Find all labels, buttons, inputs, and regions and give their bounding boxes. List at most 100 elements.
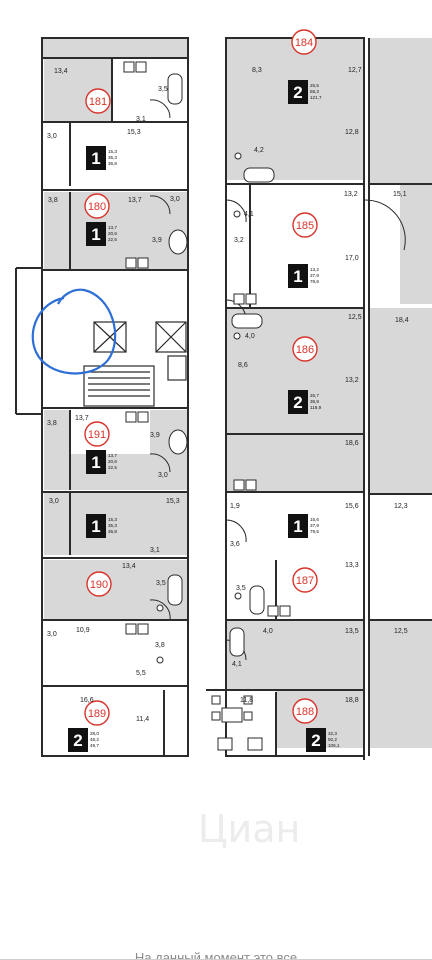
svg-text:189: 189 <box>88 708 106 720</box>
svg-text:25,5: 25,5 <box>310 83 319 88</box>
unit-187[interactable]: 187 <box>292 567 318 593</box>
room-area: 13,2 <box>344 191 358 198</box>
svg-text:78,6: 78,6 <box>310 279 319 284</box>
room-area: 3,2 <box>234 237 244 244</box>
badge-180: 1 13,720,622,5 <box>86 222 117 246</box>
unit-184[interactable]: 184 <box>291 29 317 55</box>
room-area: 13,7 <box>75 415 89 422</box>
stair-core <box>83 321 187 407</box>
room-area: 3,8 <box>155 642 165 649</box>
svg-text:32,3: 32,3 <box>328 731 337 736</box>
svg-text:37,9: 37,9 <box>310 523 319 528</box>
svg-text:49,7: 49,7 <box>90 743 99 748</box>
room-area: 13,3 <box>345 562 359 569</box>
room-area: 3,1 <box>136 116 146 123</box>
room-area: 5,5 <box>136 670 146 677</box>
svg-text:2: 2 <box>73 731 82 750</box>
room-area-labels: 13,4 3,5 3,1 15,3 3,0 3,8 13,7 3,0 3,9 1… <box>47 67 409 723</box>
unit-188[interactable]: 188 <box>292 698 318 724</box>
unit-180[interactable]: 180 <box>84 193 110 219</box>
svg-text:58,3: 58,3 <box>310 89 319 94</box>
svg-text:1: 1 <box>91 517 100 536</box>
svg-text:15,3: 15,3 <box>108 517 117 522</box>
unit-189[interactable]: 189 <box>84 700 110 726</box>
room-area: 13,2 <box>345 377 359 384</box>
badge-181: 1 15,335,336,8 <box>86 146 117 170</box>
svg-text:188: 188 <box>296 706 314 718</box>
room-area: 15,6 <box>345 503 359 510</box>
room-area: 10,9 <box>76 627 90 634</box>
svg-text:36,8: 36,8 <box>108 529 117 534</box>
svg-text:186: 186 <box>296 344 314 356</box>
svg-text:25,7: 25,7 <box>310 393 319 398</box>
unit-186[interactable]: 186 <box>292 336 318 362</box>
svg-text:185: 185 <box>296 220 314 232</box>
svg-text:22,5: 22,5 <box>108 465 117 470</box>
kitchen-appliances <box>123 61 291 751</box>
room-area: 8,6 <box>238 362 248 369</box>
room-area: 3,0 <box>47 631 57 638</box>
room-area: 3,0 <box>49 498 59 505</box>
room-area: 12,5 <box>348 314 362 321</box>
room-area: 17,0 <box>345 255 359 262</box>
badge-190: 1 15,335,336,8 <box>86 514 117 538</box>
room-area: 4,0 <box>263 628 273 635</box>
room-area: 12,8 <box>345 129 359 136</box>
unit-191[interactable]: 191 <box>84 421 110 447</box>
svg-text:106,1: 106,1 <box>328 743 340 748</box>
room-area: 12,7 <box>348 67 362 74</box>
svg-text:92,2: 92,2 <box>328 737 337 742</box>
apartment-fills <box>42 38 432 748</box>
svg-text:36,8: 36,8 <box>108 161 117 166</box>
svg-text:35,3: 35,3 <box>108 155 117 160</box>
room-area: 8,3 <box>252 67 262 74</box>
room-area: 3,0 <box>158 472 168 479</box>
svg-text:13,7: 13,7 <box>108 225 117 230</box>
svg-text:1: 1 <box>91 149 100 168</box>
room-area: 3,0 <box>170 196 180 203</box>
svg-text:2: 2 <box>293 393 302 412</box>
room-area: 3,6 <box>230 541 240 548</box>
svg-text:1: 1 <box>293 517 302 536</box>
room-area: 3,5 <box>156 580 166 587</box>
svg-text:184: 184 <box>295 37 313 49</box>
svg-text:1: 1 <box>91 225 100 244</box>
hand-drawn-circle <box>31 288 117 375</box>
svg-text:1: 1 <box>91 453 100 472</box>
room-area: 4,1 <box>232 661 242 668</box>
watermark: Циан <box>198 807 300 851</box>
room-area: 15,1 <box>393 191 407 198</box>
room-area: 11,4 <box>136 716 149 723</box>
svg-text:187: 187 <box>296 575 314 587</box>
badge-189: 2 28,048,249,7 <box>68 728 99 752</box>
svg-text:48,2: 48,2 <box>90 737 99 742</box>
room-area: 3,5 <box>236 585 246 592</box>
unit-181[interactable]: 181 <box>85 88 111 114</box>
svg-text:37,9: 37,9 <box>310 273 319 278</box>
room-area: 11,8 <box>240 697 253 704</box>
unit-markers: 184 181 180 191 190 189 185 186 187 188 <box>84 29 318 726</box>
room-area: 4,1 <box>244 211 254 218</box>
badge-185: 1 13,237,978,6 <box>288 264 319 288</box>
svg-text:191: 191 <box>88 429 106 441</box>
room-area: 4,0 <box>245 333 255 340</box>
footer-text: На данный момент это все <box>134 950 298 960</box>
room-area: 3,9 <box>152 237 162 244</box>
room-area: 15,3 <box>127 129 141 136</box>
svg-text:13,2: 13,2 <box>310 267 319 272</box>
svg-text:22,5: 22,5 <box>108 237 117 242</box>
unit-190[interactable]: 190 <box>86 571 112 597</box>
room-area: 12,5 <box>394 628 408 635</box>
room-area: 16,6 <box>80 697 94 704</box>
unit-185[interactable]: 185 <box>292 212 318 238</box>
svg-text:118,9: 118,9 <box>310 405 322 410</box>
room-area: 3,5 <box>158 86 168 93</box>
dining-table <box>211 695 253 723</box>
room-area: 13,7 <box>128 197 142 204</box>
room-area: 3,0 <box>47 133 57 140</box>
room-area: 18,6 <box>345 440 359 447</box>
room-area: 3,9 <box>150 432 160 439</box>
svg-text:15,3: 15,3 <box>108 149 117 154</box>
